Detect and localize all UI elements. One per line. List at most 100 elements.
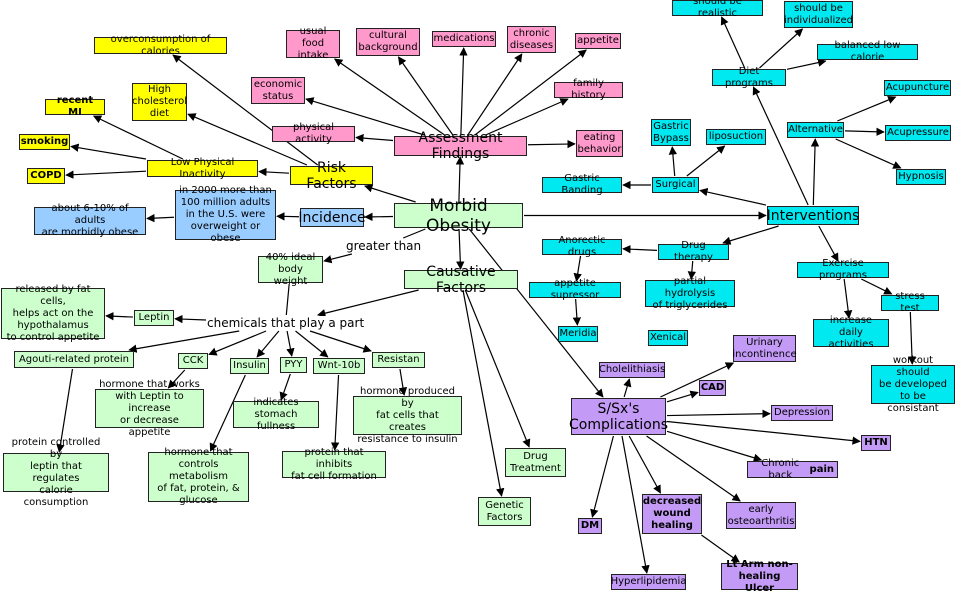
xenical-node[interactable]: Xenical: [648, 330, 688, 346]
drug-treatment-node[interactable]: Drug Treatment: [505, 448, 566, 477]
balanced-low-calorie-node[interactable]: balanced low calorie: [817, 40, 918, 63]
dp-to-rea-connector: [720, 16, 746, 69]
dm-node[interactable]: DM: [578, 518, 602, 534]
anorectic-drugs-node[interactable]: Anorectic drugs: [542, 235, 622, 258]
cultural-background-node[interactable]: cultural background: [356, 28, 420, 56]
causative-factors-node[interactable]: Causative Factors: [404, 264, 518, 296]
interventions-node[interactable]: Interventions: [766, 206, 860, 225]
aps-to-mer-connector: [572, 298, 582, 326]
should-be-realistic-node[interactable]: should be realistic: [672, 0, 763, 19]
alternative-node[interactable]: Alternative: [787, 122, 844, 138]
agouti-node[interactable]: Agouti-related protein: [14, 351, 134, 368]
physical-activity-node[interactable]: physical activity: [272, 122, 355, 145]
htn-node[interactable]: HTN: [861, 435, 891, 451]
cck-node[interactable]: CCK: [178, 353, 208, 369]
ideal-body-weight-node[interactable]: 40% ideal body weight: [258, 252, 323, 287]
pyy-description-node[interactable]: indicates stomach fullness: [233, 397, 319, 432]
cf-to-chem-connector: [317, 289, 419, 318]
should-be-individualized-node[interactable]: should be individualized: [784, 1, 853, 28]
hypnosis-node[interactable]: Hypnosis: [896, 169, 946, 185]
cholelithiasis-node[interactable]: Cholelithiasis: [599, 362, 665, 378]
af-to-app-connector: [474, 49, 587, 136]
alt-to-acn-connector: [837, 95, 897, 122]
res-to-resd-connector: [398, 368, 408, 396]
pyy-node[interactable]: PYY: [280, 357, 307, 373]
cx-to-chol-connector: [623, 378, 632, 398]
arm-ulcer-node[interactable]: Lt Arm non- healing Ulcer: [721, 559, 798, 594]
family-history-node[interactable]: family history: [554, 78, 623, 101]
early-osteoarthritis-node[interactable]: early osteoarthritis: [726, 502, 796, 529]
cx-to-dwh-connector: [628, 435, 662, 494]
af-to-eb-connector: [527, 139, 576, 149]
assessment-findings-node[interactable]: Assessment Findings: [394, 130, 527, 162]
morbid-obesity-node[interactable]: Morbid Obesity: [394, 196, 523, 236]
insulin-node[interactable]: Insulin: [230, 358, 269, 374]
urinary-incontinence-node[interactable]: Urinary incontinence: [732, 335, 797, 362]
wnt-10b-description-node[interactable]: protein that inhibits fat cell formation: [282, 447, 386, 482]
low-physical-inactivity-node[interactable]: Low Physical Inactivity: [147, 157, 258, 180]
chem-to-lep-connector: [174, 314, 207, 324]
high-cholesterol-node[interactable]: High cholesterol diet: [132, 83, 187, 121]
meridia-node[interactable]: Meridia: [558, 326, 598, 342]
cck-to-cckd-connector: [167, 369, 186, 389]
int-to-dth-connector: [722, 225, 779, 245]
gastric-banding-node[interactable]: Gastric Banding: [542, 173, 622, 196]
agouti-description-node[interactable]: protein controlled by leptin that regula…: [3, 437, 109, 508]
appetite-node[interactable]: appetite: [575, 33, 621, 49]
chronic-back-pain-node[interactable]: Chronic back pain: [747, 458, 838, 481]
chronic-back-text: Chronic back: [761, 457, 800, 481]
pyy-to-pyyd-connector: [279, 373, 291, 401]
complications-node[interactable]: S/Sx's Complications: [569, 398, 668, 435]
decreased-wound-healing-node[interactable]: decreased wound healing: [642, 494, 702, 534]
incidence-node[interactable]: Incidence: [298, 208, 366, 227]
workout-node[interactable]: workout should be developed to be consis…: [871, 355, 955, 414]
overconsumption-node[interactable]: overconsumption of calories: [94, 34, 227, 57]
recent-mi-node[interactable]: recent MI: [45, 95, 105, 118]
appetite-supressor-node[interactable]: appetite supressor: [529, 278, 621, 301]
stress-test-node[interactable]: stress test: [881, 291, 939, 314]
cx-to-eo-connector: [646, 435, 741, 502]
chronic-diseases-node[interactable]: chronic diseases: [507, 26, 556, 53]
insulin-description-node[interactable]: hormone that controls metabolism of fat,…: [148, 447, 249, 506]
resistan-description-node[interactable]: hormone produced by fat cells that creat…: [353, 386, 462, 445]
acupressure-node[interactable]: Acupressure: [885, 125, 951, 141]
cx-to-dep-connector: [666, 409, 771, 418]
inc-to-i2000-connector: [276, 212, 300, 221]
surgical-node[interactable]: Surgical: [652, 177, 699, 193]
economic-status-node[interactable]: economic status: [251, 77, 305, 104]
increase-daily-activities-node[interactable]: increase daily activities: [813, 315, 889, 350]
genetic-factors-node[interactable]: Genetic Factors: [478, 497, 531, 526]
ex-to-st-connector: [861, 278, 893, 295]
gastric-bypass-node[interactable]: Gastric Bypass: [651, 119, 691, 146]
exercise-programs-node[interactable]: Exercise programs: [797, 258, 889, 281]
af-to-pa-connector: [355, 133, 394, 143]
drug-therapy-node[interactable]: Drug therapy: [658, 240, 729, 263]
leptin-description-node[interactable]: released by fat cells, helps act on the …: [1, 284, 105, 343]
diet-programs-node[interactable]: Diet programs: [712, 66, 786, 89]
chemicals-label: chemicals that play a part: [207, 316, 365, 330]
depression-node[interactable]: Depression: [771, 405, 833, 421]
lpi-to-sm-connector: [70, 143, 147, 160]
wnt-10b-node[interactable]: Wnt-10b: [313, 358, 365, 374]
usual-food-intake-node[interactable]: usual food intake: [286, 26, 340, 61]
sur-to-gb-connector: [668, 146, 678, 177]
cck-description-node[interactable]: hormone that works with Leptin to increa…: [95, 379, 204, 438]
copd-node[interactable]: COPD: [27, 168, 65, 184]
acupuncture-node[interactable]: Acupuncture: [884, 80, 951, 96]
liposuction-node[interactable]: liposuction: [706, 129, 766, 145]
wnt-to-wntd-connector: [330, 374, 340, 451]
about-6-10-node[interactable]: about 6-10% of adults are morbidly obese: [34, 203, 146, 238]
resistan-node[interactable]: Resistan: [372, 352, 425, 368]
alt-to-hyp-connector: [835, 138, 902, 169]
risk-factors-node[interactable]: Risk Factors: [290, 160, 373, 192]
in-2000-node[interactable]: in 2000 more than 100 million adults in …: [175, 185, 276, 244]
partial-hydrolysis-node[interactable]: partial hydrolysis of triglycerides: [645, 276, 735, 311]
cad-node[interactable]: CAD: [699, 380, 726, 396]
smoking-node[interactable]: smoking: [19, 134, 70, 150]
cx-to-hyl-connector: [621, 435, 650, 574]
medications-node[interactable]: medications: [432, 31, 496, 47]
leptin-node[interactable]: Leptin: [134, 310, 174, 326]
hyperlipidemia-node[interactable]: Hyperlipidemia: [611, 574, 686, 590]
eating-behavior-node[interactable]: eating behavior: [576, 130, 623, 157]
